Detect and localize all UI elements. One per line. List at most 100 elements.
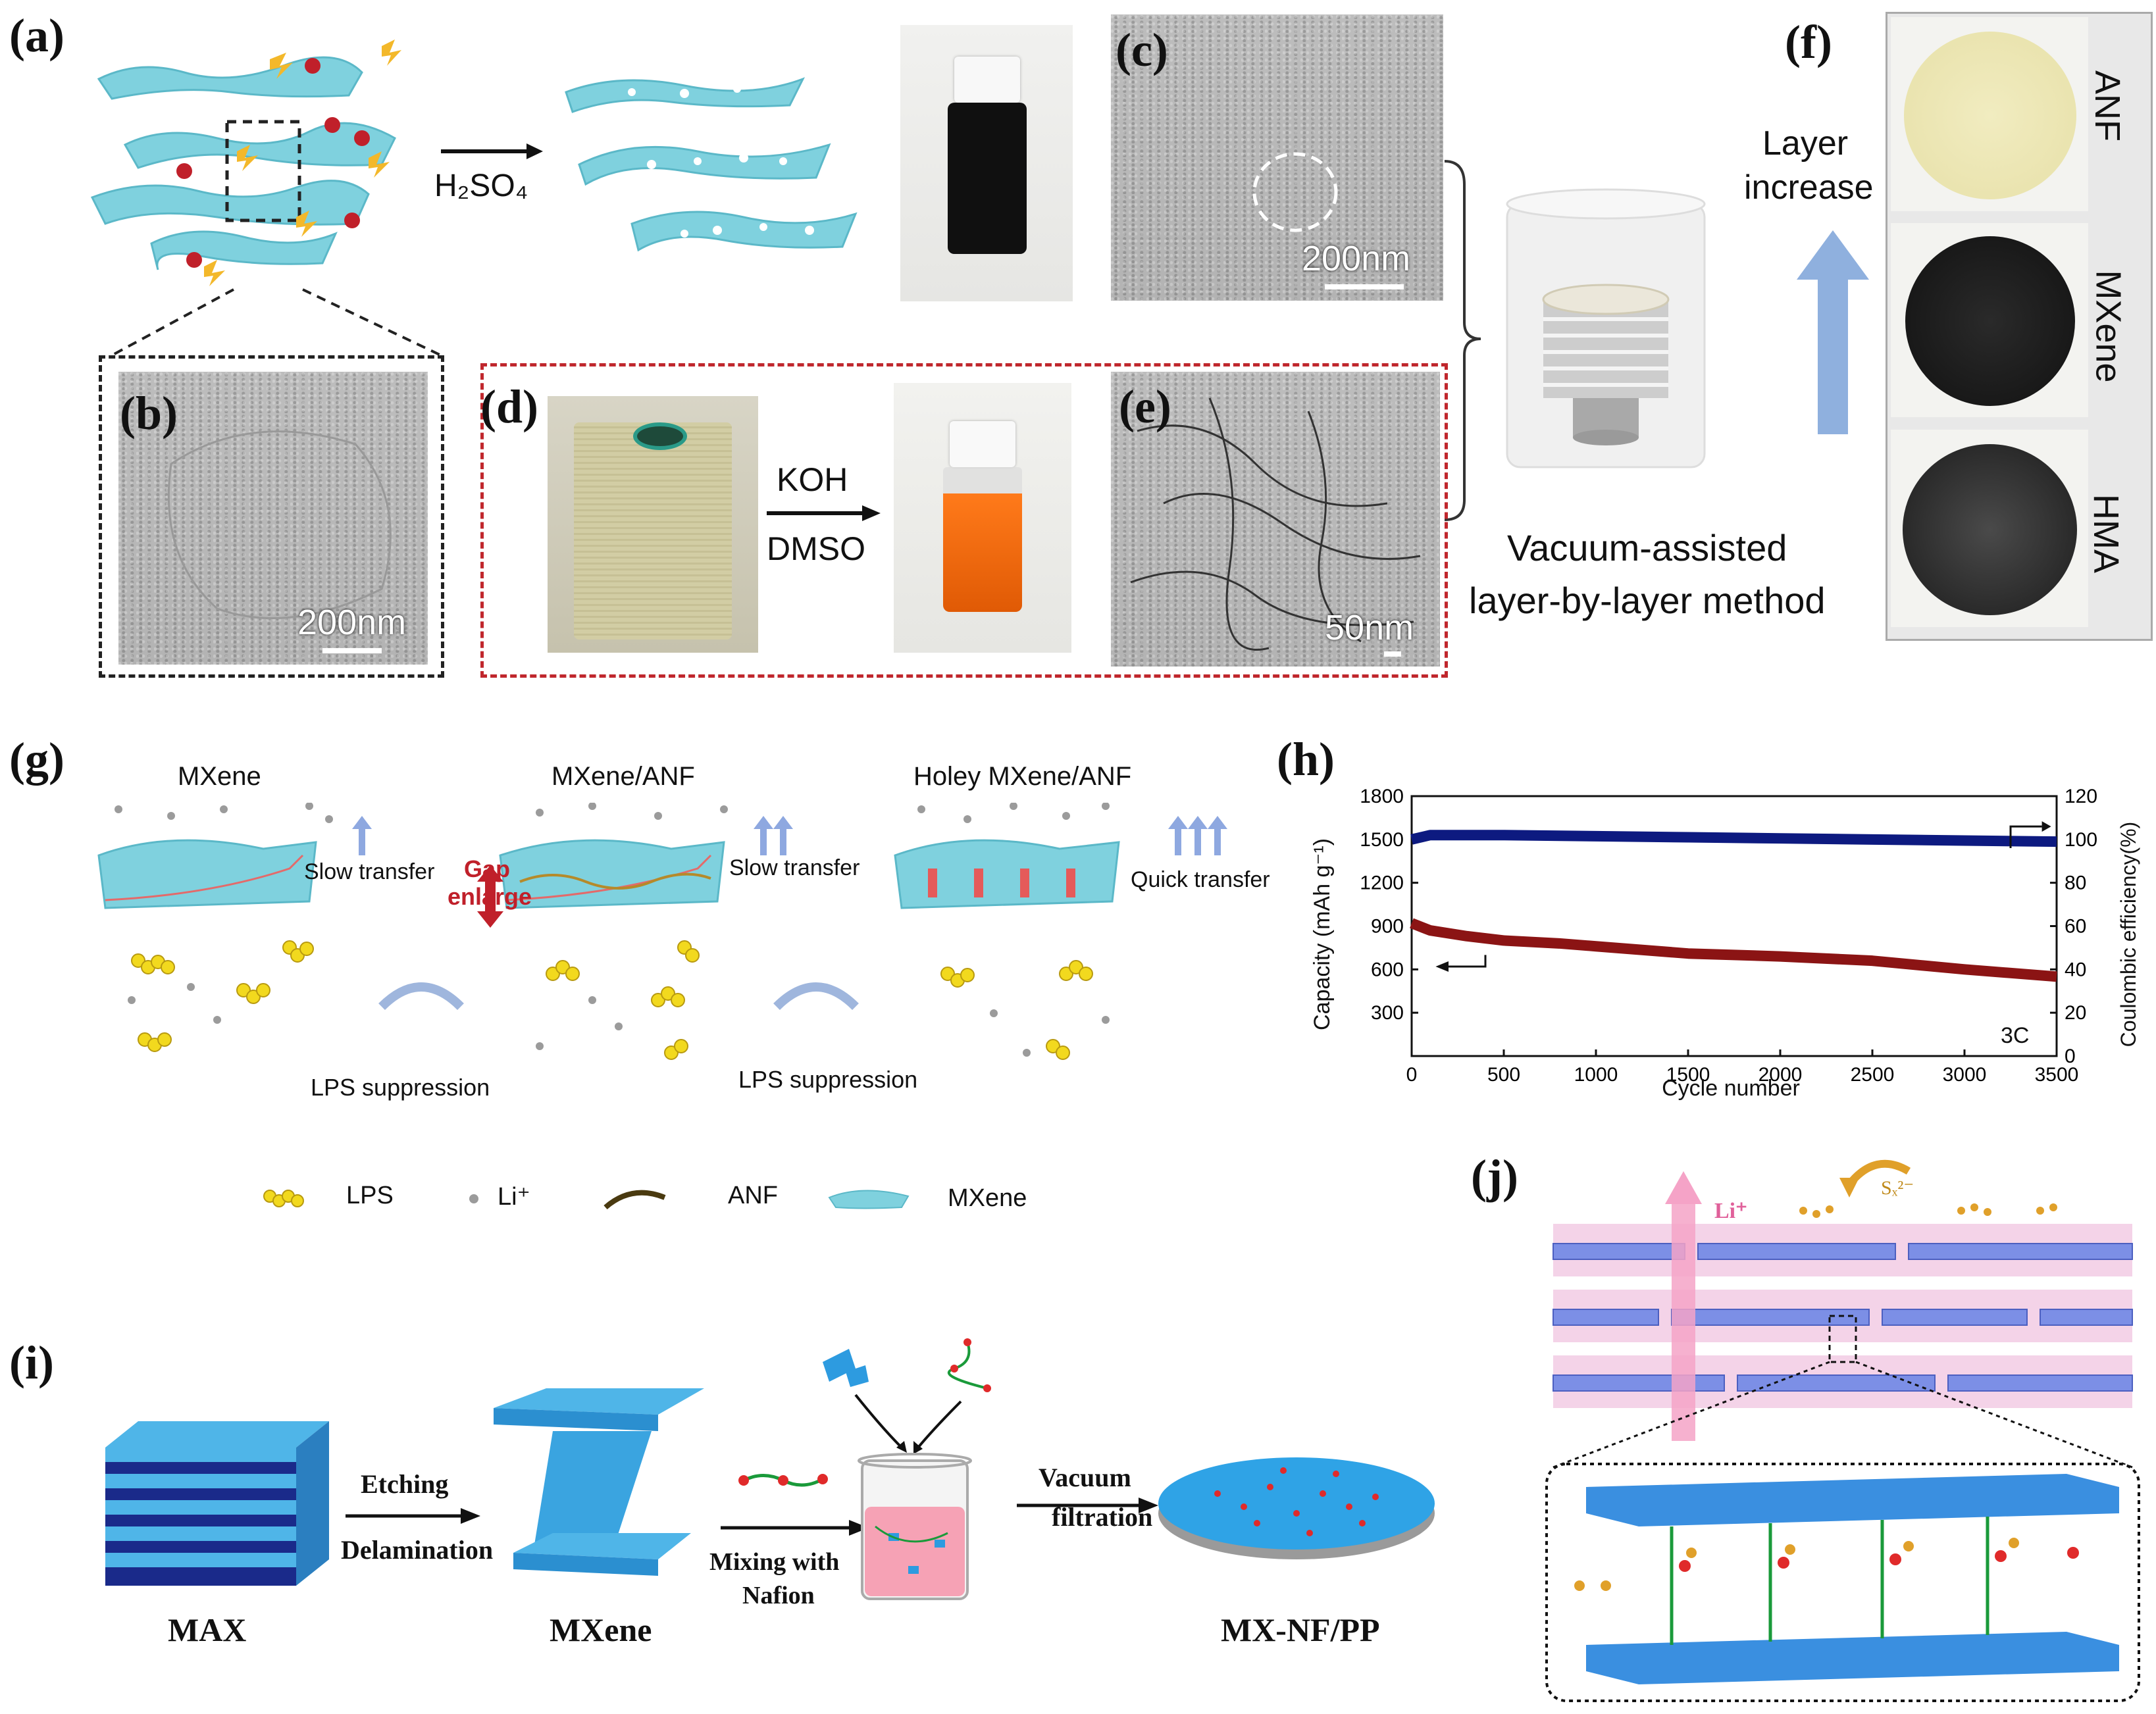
g-title-holey: Holey MXene/ANF (913, 762, 1132, 791)
x-tick-label: 3500 (2035, 1064, 2079, 1086)
y2-tick-label: 60 (2065, 916, 2086, 938)
y-tick-label: 1200 (1360, 872, 1404, 894)
chart-ylabel: Capacity (mAh g⁻¹) (1310, 838, 1335, 1030)
g-lps-suppression-1: LPS suppression (311, 1074, 490, 1101)
j-li-label: Li⁺ (1714, 1199, 1748, 1223)
black-dispersion-vial-photo (900, 25, 1073, 301)
series-line-efficiency (1410, 830, 2057, 847)
reagent-koh: KOH (777, 461, 848, 498)
bracket (1444, 160, 1481, 521)
scalebar-b (322, 648, 382, 653)
g-quick-transfer: Quick transfer (1131, 867, 1270, 892)
mxene-stack-illustration (90, 39, 401, 286)
reaction-arrow-d (767, 505, 881, 521)
layer-increase-arrow (1797, 230, 1869, 434)
mxene-sheets-illustration (494, 1388, 704, 1576)
legend-mxene: MXene (948, 1184, 1027, 1212)
mxene-nafion-interlayer-illustration (1545, 1159, 2140, 1702)
j-s-label: Sₓ²⁻ (1881, 1177, 1914, 1199)
capacity-axis-indicator (1449, 955, 1487, 968)
y-tick-label: 600 (1371, 959, 1404, 980)
i-arrow-1 (346, 1508, 480, 1524)
g-legend-icons (263, 1190, 910, 1210)
g-title-mxene-anf: MXene/ANF (552, 762, 695, 791)
tem-image-c: 200nm (1111, 14, 1443, 301)
y2-tick-label: 80 (2065, 872, 2086, 894)
reagent-dmso: DMSO (767, 530, 865, 567)
g-separator-illustration (97, 803, 1227, 1060)
x-tick-label: 0 (1406, 1064, 1418, 1086)
chart-xlabel: Cycle number (1662, 1076, 1800, 1101)
x-tick-label: 2000 (1758, 1064, 1803, 1086)
i-arrow-2 (721, 1520, 869, 1536)
g-slow-transfer-1: Slow transfer (304, 859, 435, 884)
tem-image-b: 200nm (118, 372, 428, 665)
y-tick-label: 900 (1371, 916, 1404, 938)
i-nafion: Nafion (742, 1582, 815, 1609)
y2-tick-label: 0 (2065, 1046, 2076, 1067)
vacuum-label-line1: Vacuum-assisted (1507, 527, 1787, 568)
efficiency-axis-arrowhead (2041, 821, 2051, 832)
x-tick-label: 3000 (1943, 1064, 1987, 1086)
panel-label-g: (g) (9, 733, 64, 786)
y2-tick-label: 20 (2065, 1002, 2086, 1024)
max-block-illustration (105, 1421, 329, 1586)
i-delamination: Delamination (341, 1535, 494, 1565)
i-etching: Etching (361, 1469, 449, 1499)
panel-label-f: (f) (1785, 16, 1832, 68)
beaker-illustration (823, 1338, 991, 1600)
sample-photo-panel (1886, 12, 2153, 641)
orange-anf-vial-photo (894, 383, 1071, 653)
reaction-arrow-a (441, 143, 543, 159)
capacity-axis-arrowhead (1435, 961, 1449, 972)
g-lps-suppression-2: LPS suppression (738, 1066, 918, 1093)
panel-label-j: (j) (1471, 1150, 1518, 1203)
x-tick-label: 1000 (1574, 1064, 1618, 1086)
increase-label: increase (1744, 168, 1874, 207)
panel-label-i: (i) (9, 1336, 54, 1389)
scale-label-e: 50nm (1325, 608, 1414, 647)
g-title-mxene: MXene (178, 762, 261, 791)
tem-image-e: 50nm (1111, 372, 1440, 667)
g-slow-transfer-2: Slow transfer (729, 855, 860, 880)
scale-label-c: 200nm (1302, 239, 1411, 278)
x-tick-label: 1500 (1666, 1064, 1710, 1086)
y2-tick-label: 120 (2065, 786, 2097, 807)
scale-label-b: 200nm (297, 603, 407, 642)
panel-label-c: (c) (1116, 24, 1168, 76)
i-name-mx-nf-pp: MX-NF/PP (1221, 1611, 1380, 1648)
zoom-lines (111, 288, 442, 357)
layer-label: Layer (1762, 124, 1849, 163)
x-tick-label: 500 (1487, 1064, 1520, 1086)
i-arrow-3 (1017, 1498, 1158, 1513)
legend-li: Li⁺ (498, 1183, 530, 1211)
panel-label-b: (b) (120, 387, 178, 440)
y-tick-label: 1500 (1360, 829, 1404, 851)
mx-nf-pp-membrane-illustration (1158, 1457, 1435, 1559)
i-name-mxene: MXene (550, 1611, 652, 1648)
panel-b-frame (99, 355, 444, 678)
panel-label-d: (d) (480, 380, 538, 433)
legend-anf: ANF (728, 1182, 778, 1209)
y-tick-label: 300 (1371, 1002, 1404, 1024)
reagent-h2so4: H₂SO₄ (434, 168, 528, 203)
series-line-capacity (1410, 918, 2057, 982)
efficiency-axis-indicator (2009, 825, 2042, 848)
chart-rate-label: 3C (2001, 1023, 2029, 1048)
vacuum-filter-illustration (1506, 188, 1706, 468)
aramid-fiber-spool-photo (548, 396, 758, 653)
sample-label-mxene: MXene (2088, 270, 2128, 383)
panel-label-h: (h) (1277, 733, 1335, 786)
scalebar-e (1384, 651, 1401, 657)
i-filtration: filtration (1052, 1502, 1153, 1532)
holey-mxene-illustration (565, 77, 858, 252)
nafion-chain-icon (738, 1474, 828, 1487)
i-name-max: MAX (168, 1611, 247, 1648)
chart-y2label: Coulombic efficiency(%) (2117, 822, 2140, 1047)
i-vacuum: Vacuum (1039, 1463, 1131, 1492)
x-tick-label: 2500 (1851, 1064, 1895, 1086)
panel-d-e-frame (480, 363, 1448, 678)
y2-tick-label: 100 (2065, 829, 2097, 851)
i-mixing: Mixing with (709, 1548, 840, 1576)
